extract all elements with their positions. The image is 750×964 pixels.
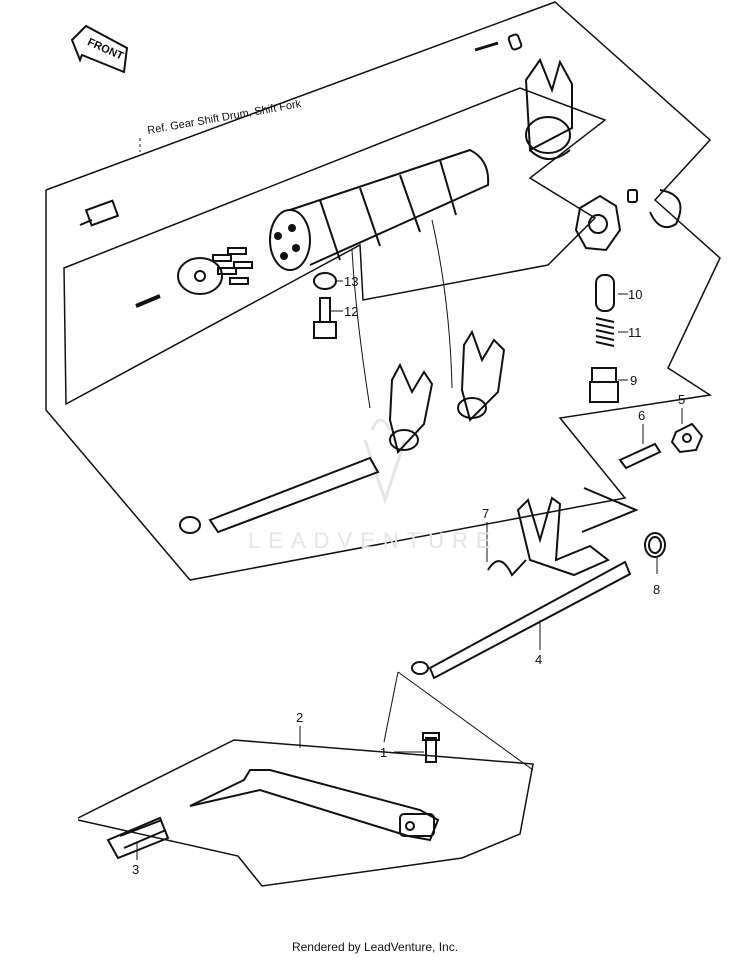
callout-13: 13 xyxy=(344,274,358,289)
holder-9-icon xyxy=(589,367,619,403)
pedal-box-outline xyxy=(77,739,534,887)
neutral-switch-icon xyxy=(79,199,120,227)
callout-9: 9 xyxy=(630,373,637,388)
callout-4: 4 xyxy=(535,652,542,667)
circlip-icon xyxy=(313,272,337,290)
callout-leaders xyxy=(136,280,683,860)
drum-cam-icon xyxy=(574,194,622,252)
pins-icon xyxy=(212,247,253,285)
footer-credit: Rendered by LeadVenture, Inc. xyxy=(291,940,459,954)
front-arrow-icon xyxy=(70,24,129,74)
callout-3: 3 xyxy=(132,862,139,877)
spring-8-icon xyxy=(644,532,666,558)
callout-1: 1 xyxy=(380,745,387,760)
drum-box-outline xyxy=(63,87,607,406)
callout-12: 12 xyxy=(344,304,358,319)
pin-icon xyxy=(474,41,499,52)
callout-8: 8 xyxy=(653,582,660,597)
shift-fork-right-icon xyxy=(457,329,506,422)
callout-10: 10 xyxy=(628,287,642,302)
callout-5: 5 xyxy=(678,392,685,407)
shift-rod-icon xyxy=(179,456,380,534)
spring-7-icon xyxy=(487,559,527,577)
pin-10-icon xyxy=(595,274,615,312)
pedal-leader xyxy=(397,671,534,771)
dowel-icon xyxy=(507,33,523,51)
assembly-outline xyxy=(45,1,721,581)
shift-drum-icon xyxy=(269,148,490,271)
shift-shaft-icon xyxy=(411,560,632,680)
callout-11: 11 xyxy=(628,325,642,340)
callout-7: 7 xyxy=(482,506,489,521)
pedal-rubber-icon xyxy=(106,816,170,860)
shift-fork-left-icon xyxy=(388,362,434,455)
shift-mechanism-icon xyxy=(516,487,639,577)
shift-pedal-icon xyxy=(189,769,440,842)
callout-6: 6 xyxy=(638,408,645,423)
pedal-leader-2 xyxy=(383,671,399,743)
watermark-text: LEADVENTURE xyxy=(248,528,499,553)
drum-plate-icon xyxy=(177,257,223,295)
pedal-bolt-icon xyxy=(422,732,440,763)
callout-2: 2 xyxy=(296,710,303,725)
spring-11-icon xyxy=(595,317,615,347)
shift-fork-top-icon xyxy=(524,57,573,160)
screw-icon xyxy=(135,294,161,308)
cam-circlip-icon xyxy=(649,189,682,228)
fork-guide-lines xyxy=(351,219,453,409)
cam-pin-icon xyxy=(627,189,638,203)
ref-label: Ref. Gear Shift Drum, Shift Fork xyxy=(146,98,302,137)
nut-5-icon xyxy=(670,422,704,454)
bolt-icon xyxy=(313,297,337,339)
shift-pin-6-icon xyxy=(618,442,662,470)
